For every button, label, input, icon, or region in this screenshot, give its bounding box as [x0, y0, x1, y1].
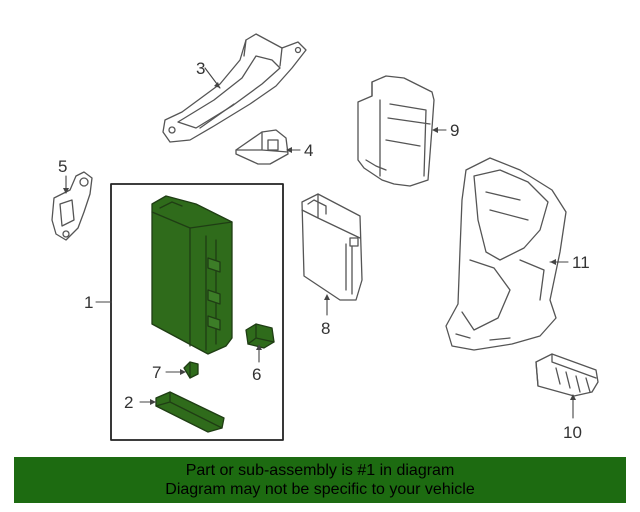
part-2-cover [155, 391, 225, 433]
part-3-bracket [162, 33, 307, 143]
parts-diagram [51, 33, 599, 441]
banner-line-disclaimer: Diagram may not be specific to your vehi… [165, 481, 475, 498]
callout-8: 8 [321, 319, 331, 338]
callout-9: 9 [450, 121, 460, 140]
callout-2: 2 [124, 393, 134, 412]
part-1-group-box [110, 183, 284, 441]
callout-5: 5 [58, 157, 68, 176]
callout-3: 3 [196, 59, 206, 78]
part-11-bracket [445, 157, 567, 351]
part-6-clip [245, 323, 275, 349]
part-4-clip [235, 129, 289, 165]
callout-4: 4 [304, 141, 314, 160]
leader-lines [65, 67, 574, 419]
part-8-control-unit [301, 193, 363, 301]
part-5-sensor [51, 171, 93, 241]
callout-6: 6 [252, 365, 262, 384]
part-7-clip [183, 361, 199, 379]
part-10-connector [535, 353, 599, 397]
callout-10: 10 [563, 423, 582, 442]
leader-arrowheads [63, 82, 576, 405]
banner-line-part: Part or sub-assembly is #1 in diagram [185, 462, 455, 479]
callout-1: 1 [84, 293, 94, 312]
callout-7: 7 [152, 363, 162, 382]
part-1-control-module [151, 195, 233, 355]
part-9-module [357, 75, 435, 187]
callout-11: 11 [572, 253, 590, 272]
info-banner: Part or sub-assembly is #1 in diagram Di… [14, 457, 626, 503]
